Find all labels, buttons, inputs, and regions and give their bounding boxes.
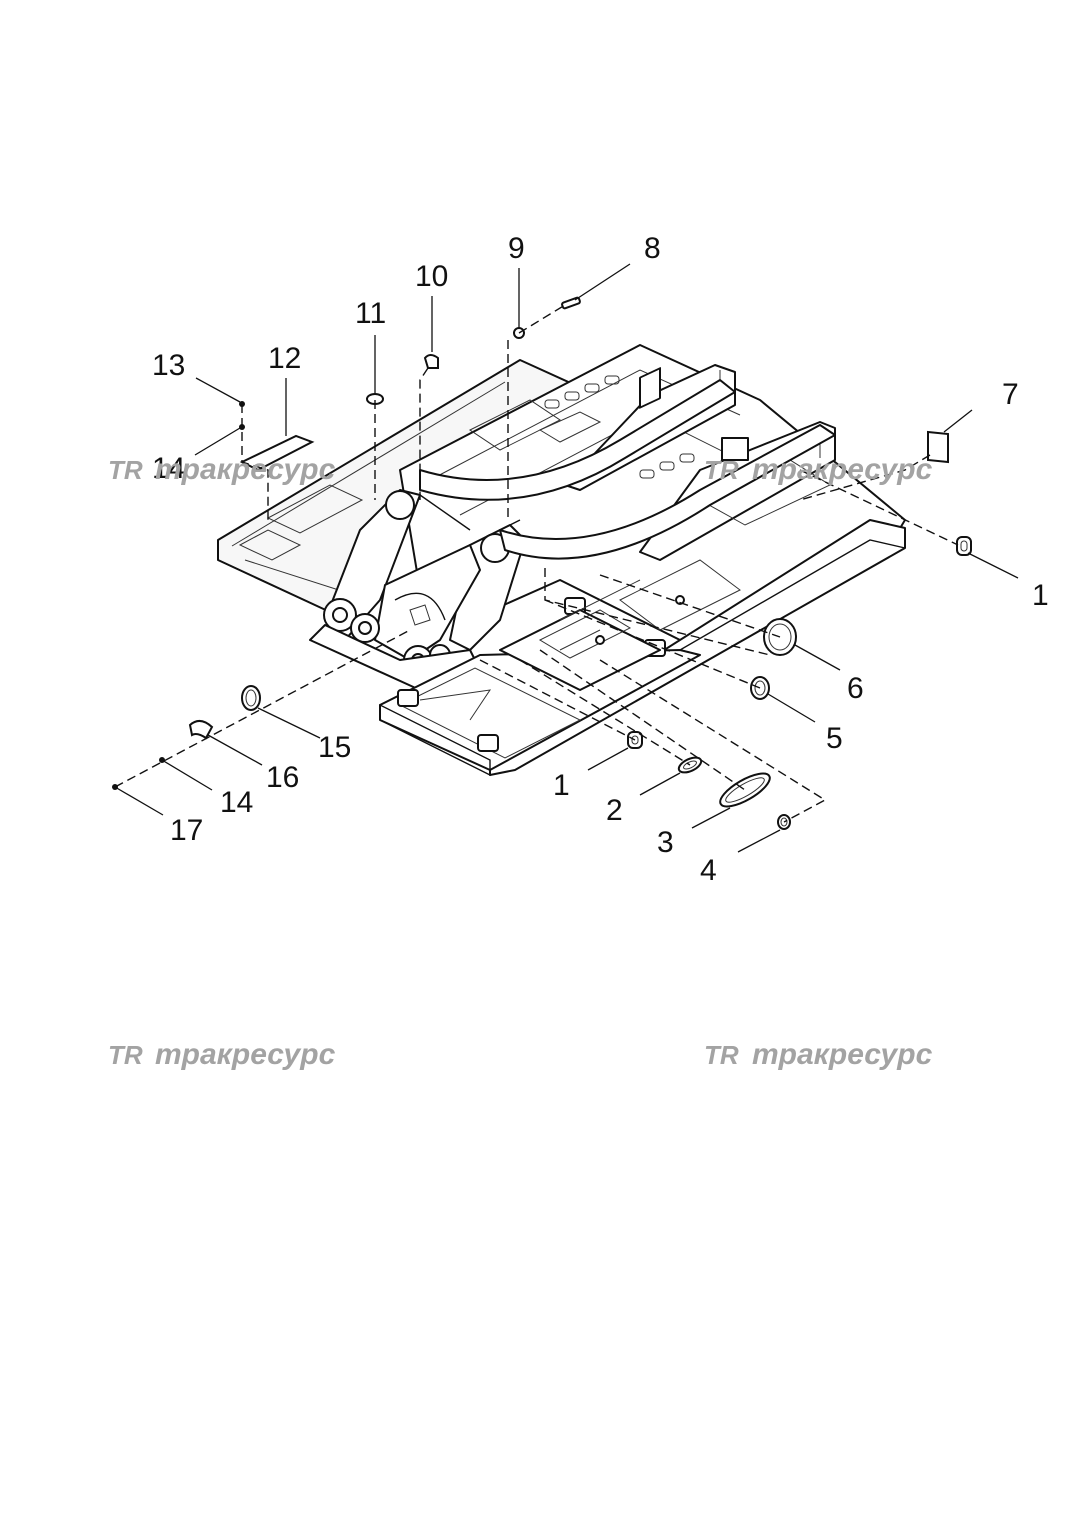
callout-7: 7 [1002,378,1019,411]
oval-plug-3 [719,772,771,808]
boom-center-web [374,544,481,661]
callout-5: 5 [826,722,843,755]
callout-14-lower: 14 [220,786,253,819]
watermark-text: тракресурс [752,1038,933,1071]
watermark-logo: TR [108,1040,143,1070]
callout-9: 9 [508,232,525,265]
callout-3: 3 [657,826,674,859]
grommet-1-right [956,536,972,556]
watermark-bottom-right: TR тракресурс [704,1038,933,1071]
leader-lines [114,263,1019,853]
watermark-text: тракресурс [752,453,933,486]
callout-15: 15 [318,731,351,764]
curved-arm [419,379,736,501]
callout-8: 8 [644,232,661,265]
watermark-text: тракресурс [155,1038,336,1071]
exploded-parts [112,296,972,830]
watermark-logo: TR [704,1040,739,1070]
watermark-logo: TR [704,455,739,485]
watermark-bottom-left: TR тракресурс [108,1038,336,1071]
watermark-logo: TR [108,455,143,485]
callout-13: 13 [152,349,185,382]
callout-16: 16 [266,761,299,794]
grommet-1-lower [627,731,643,749]
upper-frame-assembly [217,344,906,777]
clamp-15 [241,685,261,711]
clip-10 [423,354,439,369]
assembly-dashed-lines [114,304,959,823]
callout-10: 10 [415,260,448,293]
watermark-text: тракресурс [155,453,336,486]
callout-4: 4 [700,854,717,887]
callout-6: 6 [847,672,864,705]
watermark-top-left: TR тракресурс [108,453,336,486]
plate-12 [239,434,315,472]
center-tray [499,609,661,691]
deck-slots [544,375,695,479]
callout-12: 12 [268,342,301,375]
callout-14-upper: 14 [152,452,185,485]
callout-11: 11 [355,297,386,330]
callout-17: 17 [170,814,203,847]
callout-numbers: 1 1 2 3 4 5 6 7 8 9 10 11 12 13 14 14 15… [152,232,1049,887]
callout-2: 2 [606,794,623,827]
curved-arm-lower [499,424,836,560]
plug-4 [777,814,791,830]
watermark-top-right: TR тракресурс [704,453,933,486]
cover-plate-7 [927,430,949,464]
callout-1-right: 1 [1032,579,1049,612]
callout-1-lower: 1 [553,769,570,802]
